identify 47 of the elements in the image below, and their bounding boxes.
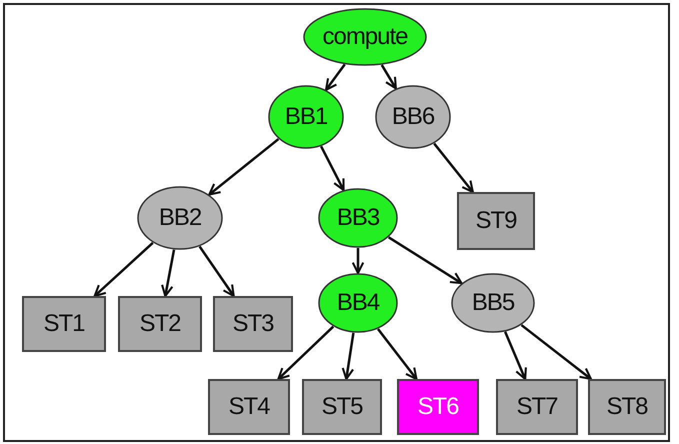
block-ellipse	[318, 188, 398, 248]
arrow	[504, 331, 527, 380]
arrow	[380, 64, 397, 90]
node-label: ST8	[606, 393, 648, 421]
node-label: ST5	[321, 393, 362, 421]
node-label: BB1	[284, 103, 328, 131]
arrow	[325, 64, 346, 91]
arrow	[198, 246, 235, 298]
statement-box	[496, 379, 578, 435]
node-label: ST2	[139, 310, 180, 338]
block-ellipse	[318, 273, 398, 333]
block-ellipse	[268, 85, 344, 149]
statement-box	[397, 379, 479, 435]
arrow	[377, 328, 418, 380]
statement-box	[457, 192, 535, 250]
statement-box	[588, 379, 666, 435]
node-label: BB6	[392, 103, 434, 131]
node-label: ST4	[228, 393, 270, 421]
block-ellipse	[303, 8, 427, 66]
arrow	[352, 248, 364, 274]
node-label: BB3	[336, 204, 380, 232]
arrow	[161, 249, 176, 298]
node-label: BB4	[336, 289, 380, 317]
node-label: ST9	[475, 207, 516, 235]
arrow	[520, 324, 592, 380]
block-ellipse	[451, 273, 535, 333]
node-label: ST6	[417, 393, 458, 421]
statement-box	[118, 296, 202, 352]
statement-box	[302, 379, 382, 435]
arrow	[433, 142, 474, 194]
block-ellipse	[137, 186, 223, 250]
arrow	[342, 332, 355, 380]
node-label: BB2	[158, 204, 202, 232]
arrow	[208, 138, 280, 196]
statement-box	[213, 296, 293, 352]
block-ellipse	[375, 85, 451, 149]
statement-box	[22, 296, 106, 352]
node-label: BB5	[472, 289, 514, 317]
node-label: ST7	[516, 393, 558, 421]
arrow	[94, 242, 154, 298]
arrow	[388, 236, 463, 284]
arrow	[320, 146, 345, 192]
node-label: compute	[322, 23, 408, 51]
statement-box	[208, 379, 290, 435]
arrow	[277, 326, 334, 380]
node-label: ST1	[43, 310, 84, 338]
node-label: ST3	[232, 310, 274, 338]
